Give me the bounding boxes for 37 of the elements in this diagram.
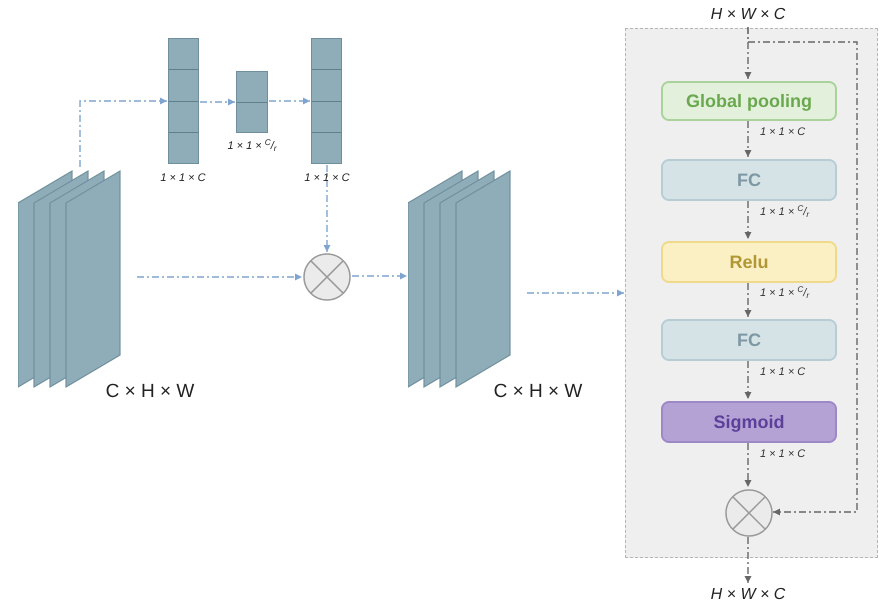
channel-vector <box>236 71 268 133</box>
dimension-label: 1 × 1 × C <box>159 171 207 186</box>
edge-label: 1 × 1 × $^{C}$/$_{r}$ <box>760 204 810 220</box>
arrow <box>269 98 310 104</box>
layer-box: Sigmoid <box>661 401 837 443</box>
channel-vector <box>311 38 342 164</box>
arrow <box>324 165 330 252</box>
channel-vector <box>168 38 199 164</box>
layer-box: FC <box>661 159 837 201</box>
layer-box: Global pooling <box>661 81 837 121</box>
dimension-label: 1 × 1 × C <box>303 171 351 186</box>
dimension-text: H × W × C <box>690 4 806 26</box>
arrow <box>79 98 167 167</box>
dimension-label: 1 × 1 × $^{C}$/$_{r}$ <box>226 138 278 154</box>
arrow <box>747 27 858 516</box>
arrow <box>744 443 752 487</box>
layer-box: Relu <box>661 241 837 283</box>
edge-label: 1 × 1 × C <box>760 125 806 140</box>
dimension-text: H × W × C <box>690 584 806 606</box>
layer-box: FC <box>661 319 837 361</box>
edge-label: 1 × 1 × C <box>760 365 806 380</box>
arrow <box>744 537 752 583</box>
arrow <box>352 272 407 280</box>
dimension-label: C × H × W <box>492 380 584 404</box>
edge-label: 1 × 1 × $^{C}$/$_{r}$ <box>760 285 810 302</box>
multiply-circle <box>303 253 351 301</box>
arrow <box>744 361 752 399</box>
dimension-label: C × H × W <box>104 380 196 404</box>
multiply-circle <box>725 489 773 537</box>
arrow <box>527 290 624 296</box>
edge-label: 1 × 1 × C <box>760 447 806 462</box>
se-block-panel <box>625 28 878 558</box>
arrow <box>744 283 752 317</box>
arrow <box>200 98 235 106</box>
arrow <box>137 274 302 280</box>
arrow <box>744 201 752 239</box>
arrow <box>744 121 752 157</box>
